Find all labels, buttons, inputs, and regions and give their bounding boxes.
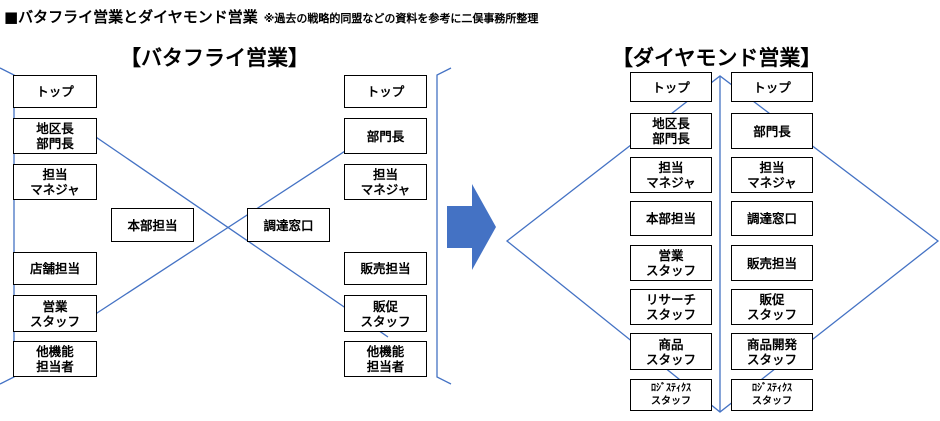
diamond-left-box-hq: 本部担当 — [630, 201, 712, 236]
diamond-right-box-manager: 担当 マネジャ — [731, 157, 813, 193]
butterfly-right-box-top: トップ — [344, 75, 427, 108]
header-title: ■バタフライ営業とダイヤモンド営業 ※過去の戦略的同盟などの資料を参考に二俣事務所… — [4, 6, 538, 27]
diamond-left-box-manager: 担当 マネジャ — [630, 157, 712, 193]
diamond-title: 【ダイヤモンド営業】 — [612, 46, 822, 70]
butterfly-right-box-dept: 部門長 — [344, 118, 427, 154]
transition-arrow — [447, 184, 496, 270]
diamond-left-box-research: リサーチ スタッフ — [630, 289, 712, 325]
diamond-left-box-sales-staff: 営業 スタッフ — [630, 245, 712, 281]
diamond-right-box-dept: 部門長 — [731, 113, 813, 149]
butterfly-left-box-sales-staff: 営業 スタッフ — [13, 295, 97, 332]
butterfly-center-procurement: 調達窓口 — [247, 208, 330, 242]
butterfly-left-box-manager: 担当 マネジャ — [13, 164, 97, 200]
diamond-right-box-top: トップ — [731, 72, 813, 102]
diamond-outline — [505, 75, 940, 413]
butterfly-left-box-region-dept: 地区長 部門長 — [13, 118, 97, 154]
diamond-right-box-sales: 販売担当 — [731, 245, 813, 281]
diamond-left-box-top: トップ — [630, 72, 712, 102]
diamond-left-box-logistics: ﾛｼﾞｽﾃｨｸｽ スタッフ — [630, 379, 712, 411]
butterfly-left-box-store: 店舗担当 — [13, 252, 97, 285]
butterfly-right-box-sales: 販売担当 — [344, 252, 427, 285]
butterfly-cross-line-1 — [70, 119, 389, 338]
butterfly-title: 【バタフライ営業】 — [120, 46, 309, 70]
diamond-left-box-product: 商品 スタッフ — [630, 333, 712, 370]
butterfly-left-box-top: トップ — [13, 75, 97, 108]
butterfly-cross-line-2 — [70, 122, 389, 331]
diamond-right-box-logistics: ﾛｼﾞｽﾃｨｸｽ スタッフ — [731, 379, 813, 411]
butterfly-center-hq: 本部担当 — [111, 208, 194, 242]
header-note: ※過去の戦略的同盟などの資料を参考に二俣事務所整理 — [263, 12, 539, 25]
butterfly-right-box-promo: 販促 スタッフ — [344, 295, 427, 332]
diamond-right-box-procurement: 調達窓口 — [731, 201, 813, 236]
butterfly-left-box-other: 他機能 担当者 — [13, 341, 97, 377]
header-title-text: ■バタフライ営業とダイヤモンド営業 — [4, 8, 258, 26]
butterfly-left-bracket — [0, 67, 15, 385]
butterfly-right-box-other: 他機能 担当者 — [344, 341, 427, 377]
butterfly-right-box-manager: 担当 マネジャ — [344, 164, 427, 200]
diamond-left-box-region-dept: 地区長 部門長 — [630, 113, 712, 149]
diamond-right-box-product-dev: 商品開発 スタッフ — [731, 333, 813, 370]
diamond-right-box-promo: 販促 スタッフ — [731, 289, 813, 325]
butterfly-right-bracket — [436, 67, 452, 385]
